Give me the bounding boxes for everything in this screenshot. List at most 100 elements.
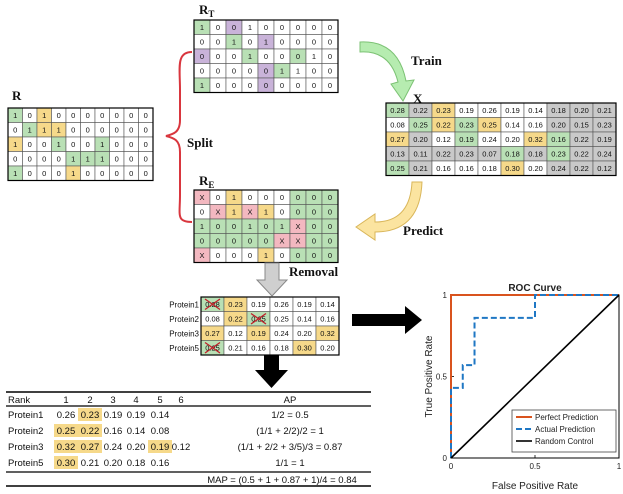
matrix-x-cell: 0.30 [505, 164, 520, 173]
matrix-x-cell: 0.22 [436, 120, 451, 129]
matrix-r-cell: 0 [28, 169, 32, 178]
matrix-re-cell: 0 [264, 193, 268, 202]
matrix-rt-cell: 1 [264, 37, 268, 46]
matrix-r-cell: 0 [28, 111, 32, 120]
removal-protein-label: Protein3 [169, 329, 199, 338]
matrix-r-cell: 0 [57, 169, 61, 178]
matrix-x-cell: 0.27 [390, 135, 405, 144]
matrix-rt-cell: 1 [296, 66, 300, 75]
matrix-x-cell: 0.19 [459, 106, 474, 115]
removal-cell: 0.16 [320, 314, 335, 323]
removal-cell: 0.12 [228, 329, 243, 338]
matrix-rt-cell: 0 [216, 66, 220, 75]
matrix-re-subscript: E [208, 180, 214, 190]
matrix-re-cell: 0 [328, 207, 332, 216]
removal-cell: 0.20 [297, 329, 312, 338]
matrix-rt-cell: 1 [312, 52, 316, 61]
matrix-r-cell: 1 [57, 140, 61, 149]
strike-mark [204, 298, 221, 311]
matrix-re-cell: 1 [200, 222, 204, 231]
matrix-rt-cell: 0 [248, 81, 252, 90]
rank-value-cell: 0.25 [57, 426, 76, 437]
matrix-rt-cell: 0 [296, 81, 300, 90]
matrix-x-cell: 0.25 [390, 164, 405, 173]
removal-cell: 0.23 [228, 300, 243, 309]
matrix-r-cell: 0 [144, 140, 148, 149]
matrix-x-cell: 0.16 [436, 164, 451, 173]
rank-highlight [78, 408, 102, 421]
matrix-r-cell: 0 [100, 125, 104, 134]
matrix-x-cell: 0.18 [551, 106, 566, 115]
rank-ap-cell: (1/1 + 2/2)/2 = 1 [256, 426, 324, 437]
matrix-rt-cell: 0 [216, 52, 220, 61]
rank-value-cell: 0.14 [127, 426, 146, 437]
matrix-r-cell: 0 [86, 125, 90, 134]
roc-title: ROC Curve [508, 283, 562, 294]
matrix-rt-cell: 1 [200, 81, 204, 90]
matrix-re-cell: 0 [264, 222, 268, 231]
matrix-re-cell: X [215, 207, 220, 216]
matrix-rt-cell: 0 [296, 37, 300, 46]
matrix-r-cell: 0 [129, 140, 133, 149]
removal-protein-label: Protein5 [169, 344, 199, 353]
matrix-rt-cell: 0 [216, 81, 220, 90]
removal-cell: 0.19 [251, 329, 266, 338]
removal-matrix: 0.280.230.190.260.190.140.080.220.250.25… [200, 296, 340, 356]
roc-legend-entry: Perfect Prediction [535, 413, 598, 422]
rank-value-cell: 0.32 [57, 442, 76, 453]
removal-label: Removal [289, 264, 338, 279]
matrix-x-cell: 0.14 [528, 106, 543, 115]
rank-value-cell: 0.30 [57, 458, 76, 469]
matrix-r-cell: 1 [42, 111, 46, 120]
rank-value-cell: 0.26 [57, 410, 76, 421]
matrix-rt-cell: 0 [296, 23, 300, 32]
matrix-re-cell: 0 [264, 236, 268, 245]
matrix-re-cell: X [247, 207, 252, 216]
roc-xtick-label: 0 [449, 462, 454, 471]
matrix-r-cell: 0 [28, 154, 32, 163]
matrix-rt-cell: 0 [296, 52, 300, 61]
matrix-r-cell: 1 [71, 154, 75, 163]
matrix-x-label: X [413, 91, 423, 106]
rank-value-cell: 0.16 [151, 458, 170, 469]
matrix-r-cell: 0 [71, 140, 75, 149]
matrix-x-cell: 0.20 [528, 164, 543, 173]
matrix-r-cell: 0 [129, 154, 133, 163]
matrix-x-cell: 0.08 [390, 120, 405, 129]
removal-cell: 0.19 [297, 300, 312, 309]
matrix-rt-cell: 0 [232, 81, 236, 90]
matrix-re-cell: 0 [280, 193, 284, 202]
matrix-re-cell: X [199, 251, 204, 260]
removal-cell: 0.27 [205, 329, 220, 338]
roc-ytick-label: 1 [443, 291, 448, 300]
rank-highlight [78, 440, 102, 453]
matrix-rt-cell: 0 [248, 66, 252, 75]
matrix-r-cell: 0 [144, 125, 148, 134]
matrix-r-cell: 0 [42, 154, 46, 163]
matrix-rt-cell: 0 [264, 52, 268, 61]
matrix-re-cell: 0 [248, 236, 252, 245]
matrix-rt-cell: 0 [216, 37, 220, 46]
removal-arrow [255, 262, 289, 297]
matrix-rt-cell: 0 [312, 37, 316, 46]
matrix-r-cell: 0 [57, 111, 61, 120]
matrix-rt-cell: 0 [312, 81, 316, 90]
rank-protein-label: Protein5 [8, 458, 43, 469]
roc-legend-entry: Random Control [535, 437, 593, 446]
matrix-x-cell: 0.23 [436, 106, 451, 115]
roc-ytick-label: 0.5 [436, 373, 448, 382]
matrix-r-cell: 0 [13, 125, 17, 134]
matrix-r-cell: 0 [129, 125, 133, 134]
matrix-r-cell: 1 [42, 125, 46, 134]
rank-value-cell: 0.12 [172, 442, 191, 453]
matrix-re-cell: 0 [200, 236, 204, 245]
matrix-re-cell: 0 [248, 251, 252, 260]
removal-cell: 0.16 [251, 343, 266, 352]
matrix-x-cell: 0.24 [551, 164, 566, 173]
matrix-x-cell: 0.19 [597, 135, 612, 144]
matrix-rt-cell: 0 [312, 66, 316, 75]
removal-cell: 0.26 [274, 300, 289, 309]
rank-value-cell: 0.08 [151, 426, 170, 437]
matrix-rt-cell: 0 [248, 37, 252, 46]
